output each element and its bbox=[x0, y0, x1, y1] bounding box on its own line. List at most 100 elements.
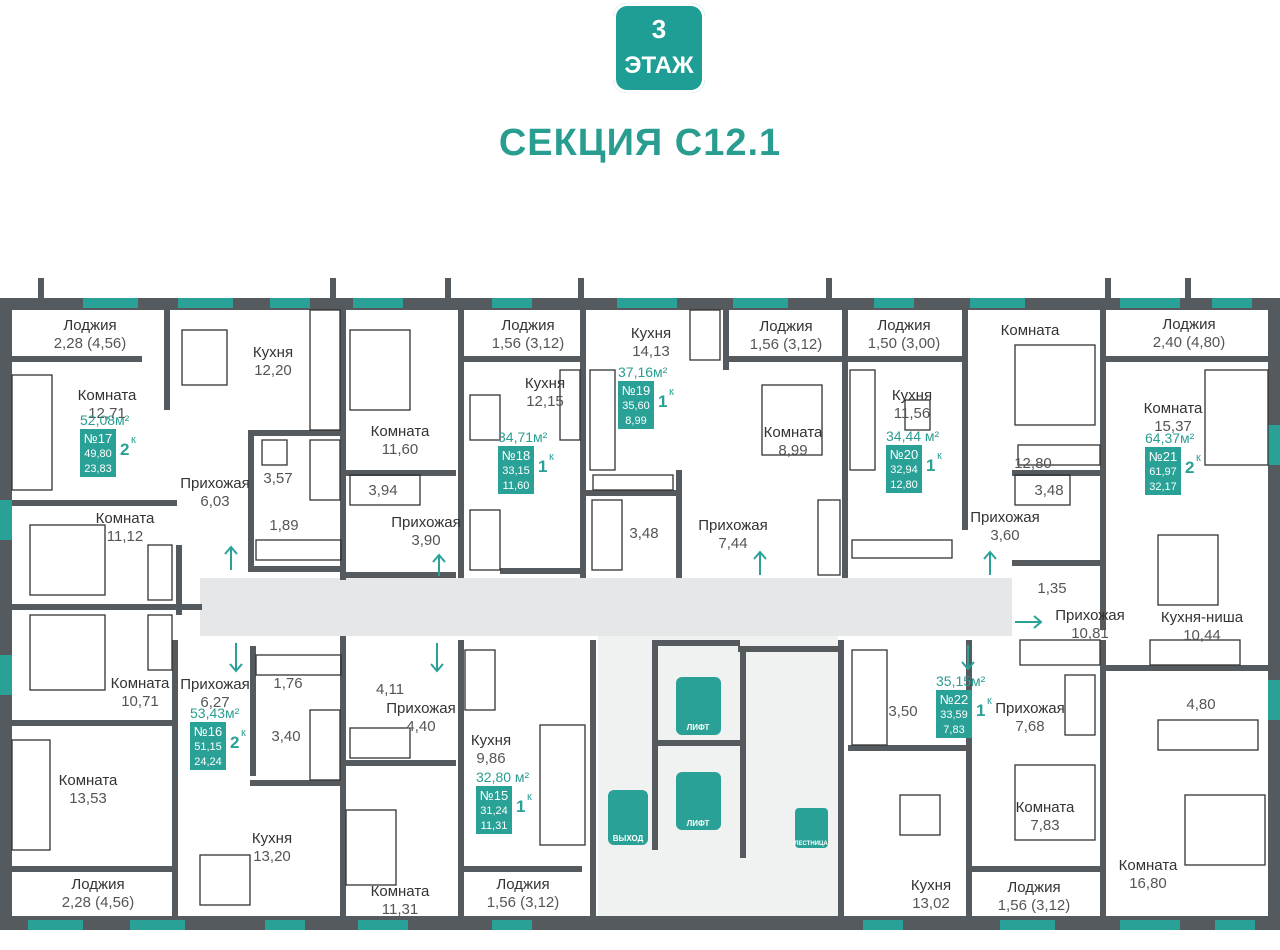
apartment-number: №19 bbox=[622, 383, 650, 398]
apartment-room-count: 2 bbox=[230, 733, 239, 752]
room-name: Лоджия bbox=[496, 876, 549, 893]
room-area: 10,71 bbox=[121, 693, 159, 710]
room-area: 2,40 (4,80) bbox=[1153, 334, 1226, 351]
room-name: Прихожая bbox=[970, 509, 1040, 526]
room: 3,48 bbox=[629, 525, 658, 542]
apartment-room-count: 1 bbox=[976, 701, 985, 720]
room: 4,11 bbox=[376, 681, 404, 698]
apartment-number: №16 bbox=[194, 724, 222, 739]
apartment-box bbox=[80, 429, 116, 477]
room-name: Кухня bbox=[892, 387, 932, 404]
room-area: 13,02 bbox=[912, 895, 950, 912]
apartment-box bbox=[936, 690, 972, 738]
apartment-room-suffix: к bbox=[527, 791, 532, 803]
room-area: 7,83 bbox=[1030, 817, 1059, 834]
room-area: 13,53 bbox=[69, 790, 107, 807]
room-name: Комната bbox=[1144, 400, 1203, 417]
apartment-living-area: 61,97 bbox=[1149, 466, 1177, 478]
room: 1,76 bbox=[273, 675, 302, 692]
room-name: Лоджия bbox=[877, 317, 930, 334]
room-name: Лоджия bbox=[1007, 879, 1060, 896]
floor-label: ЭТАЖ bbox=[624, 52, 694, 79]
apartment-room-count: 2 bbox=[120, 440, 129, 459]
svg-text:ВЫХОД: ВЫХОД bbox=[613, 834, 644, 843]
room-name: Прихожая bbox=[391, 514, 461, 531]
room-area: 6,27 bbox=[200, 694, 229, 711]
svg-text:ЛИФТ: ЛИФТ bbox=[687, 723, 710, 732]
apartment-living-area: 51,15 bbox=[194, 741, 222, 753]
exit-icon: ВЫХОД bbox=[608, 790, 648, 845]
apartment-living-area: 49,80 bbox=[84, 448, 112, 460]
room-area: 1,56 (3,12) bbox=[492, 335, 565, 352]
room-name: Комната bbox=[59, 772, 118, 789]
room: 3,57 bbox=[263, 470, 292, 487]
apartment-room-count: 2 bbox=[1185, 458, 1194, 477]
apartment-room-area: 11,31 bbox=[481, 820, 508, 832]
svg-text:ЛЕСТНИЦА: ЛЕСТНИЦА bbox=[794, 841, 828, 847]
room-name: Прихожая bbox=[1055, 607, 1125, 624]
room: 3,40 bbox=[271, 728, 300, 745]
room-name: Прихожая bbox=[180, 475, 250, 492]
apartment-total-area: 53,43м² bbox=[190, 705, 240, 721]
section-title: СЕКЦИЯ С12.1 bbox=[498, 122, 782, 164]
room: Комната bbox=[1001, 322, 1060, 339]
apartment-room-suffix: к bbox=[549, 451, 554, 463]
room-area: 9,86 bbox=[476, 750, 505, 767]
room-area: 3,94 bbox=[368, 482, 397, 499]
apartment-number: №20 bbox=[890, 447, 918, 462]
room-area: 3,48 bbox=[1034, 482, 1063, 499]
room-area: 12,80 bbox=[1014, 455, 1052, 472]
room-area: 1,56 (3,12) bbox=[487, 894, 560, 911]
room-area: 1,35 bbox=[1037, 580, 1066, 597]
apartment-total-area: 37,16м² bbox=[618, 364, 668, 380]
room-name: Комната bbox=[78, 387, 137, 404]
apartment-total-area: 52,08м² bbox=[80, 412, 130, 428]
apartment-box bbox=[886, 445, 922, 493]
apartment-room-area: 24,24 bbox=[194, 756, 222, 768]
room-name: Лоджия bbox=[1162, 316, 1215, 333]
corridor bbox=[200, 578, 1012, 636]
svg-text:ЛИФТ: ЛИФТ bbox=[687, 819, 710, 828]
room-area: 3,40 bbox=[271, 728, 300, 745]
floor-badge: 3 ЭТАЖ bbox=[613, 3, 705, 93]
room: 4,80 bbox=[1186, 696, 1215, 713]
apartment-room-suffix: к bbox=[131, 434, 136, 446]
room-area: 11,31 bbox=[382, 901, 418, 918]
room-area: 11,56 bbox=[894, 405, 930, 422]
room-name: Лоджия bbox=[501, 317, 554, 334]
room-name: Кухня bbox=[525, 375, 565, 392]
apartment-box bbox=[476, 786, 512, 834]
apartment-living-area: 35,60 bbox=[622, 400, 650, 412]
room-name: Комната bbox=[1001, 322, 1060, 339]
apartment-room-area: 32,17 bbox=[1149, 481, 1177, 493]
apartment-living-area: 31,24 bbox=[480, 805, 508, 817]
room-area: 10,81 bbox=[1071, 625, 1109, 642]
room: 12,80 bbox=[1014, 455, 1052, 472]
room-area: 4,40 bbox=[406, 718, 435, 735]
floor-number: 3 bbox=[651, 14, 667, 44]
room: 1,35 bbox=[1037, 580, 1066, 597]
room-area: 1,89 bbox=[269, 517, 298, 534]
room-area: 7,68 bbox=[1015, 718, 1044, 735]
apartment-total-area: 34,44 м² bbox=[886, 428, 940, 444]
apartment-room-suffix: к bbox=[241, 727, 246, 739]
room-name: Комната bbox=[111, 675, 170, 692]
